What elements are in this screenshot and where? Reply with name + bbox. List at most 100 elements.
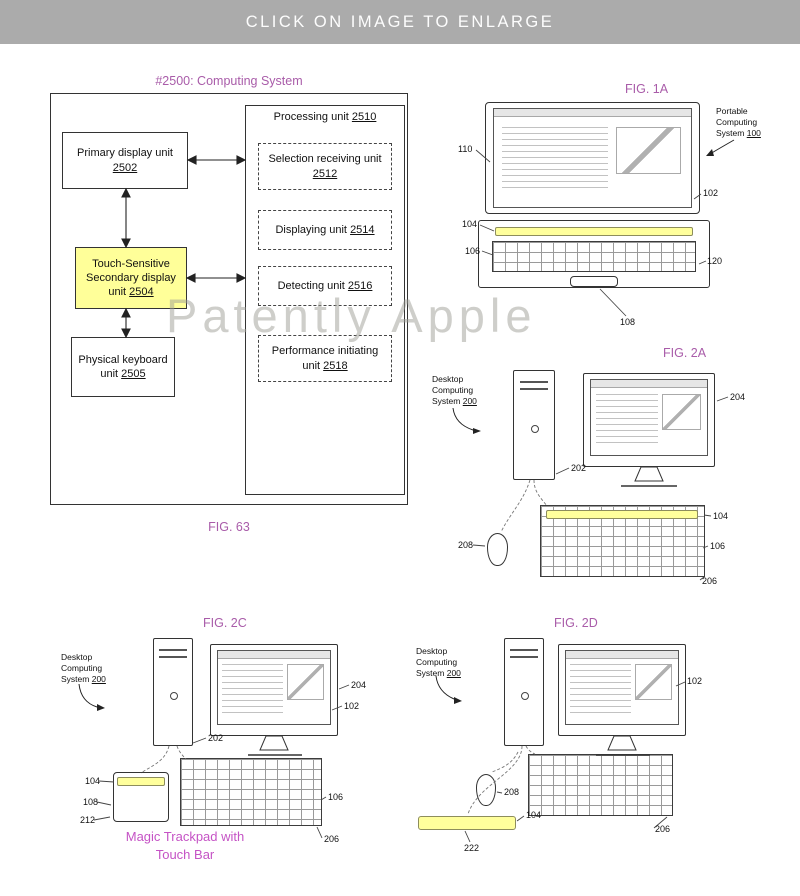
physical-keyboard-unit-label: Physical keyboard unit 2505 xyxy=(78,353,168,382)
primary-display-unit-box: Primary display unit 2502 xyxy=(62,132,188,189)
displaying-num: 2514 xyxy=(350,223,375,236)
fig-2a-desktop: FIG. 2A Desktop Computing System 200 xyxy=(425,340,800,595)
desktop-system-num-2d: 200 xyxy=(446,668,461,679)
enlarge-banner-text: CLICK ON IMAGE TO ENLARGE xyxy=(245,12,555,31)
performance-initiating-num: 2518 xyxy=(323,359,348,372)
processing-unit-num: 2510 xyxy=(351,111,377,123)
webpage-text-lines xyxy=(222,664,283,714)
ref-106: 106 xyxy=(710,541,726,551)
webpage-image-placeholder xyxy=(634,664,673,700)
fig2a-caption: FIG. 2A xyxy=(663,346,707,360)
physical-keyboard-unit-box: Physical keyboard unit 2505 xyxy=(71,337,175,397)
ref-208: 208 xyxy=(504,787,520,797)
ref-108: 108 xyxy=(620,317,636,327)
displaying-text: Displaying unit xyxy=(275,223,347,236)
primary-display-text: Primary display unit xyxy=(77,147,173,160)
ref-206: 206 xyxy=(655,824,671,834)
fig-2c-desktop-trackpad: FIG. 2C Desktop Computing System 200 xyxy=(55,612,390,872)
touch-bar-strip xyxy=(495,227,693,236)
tower-button xyxy=(521,692,529,700)
detecting-unit-label: Detecting unit 2516 xyxy=(278,279,373,293)
ref-110: 110 xyxy=(458,144,473,154)
portable-system-label: Portable Computing System 100 xyxy=(716,106,780,139)
keyboard xyxy=(528,754,673,816)
webpage-toolbar xyxy=(494,109,691,117)
fig63-outer-box xyxy=(50,93,408,505)
standalone-touch-bar xyxy=(418,816,516,830)
laptop-display-housing xyxy=(485,102,700,214)
ref-222: 222 xyxy=(464,843,480,853)
fig1a-caption: FIG. 1A xyxy=(625,82,669,96)
fig-63-block-diagram: #2500: Computing System Processing unit … xyxy=(45,68,415,538)
portable-system-text: Portable Computing System xyxy=(716,106,758,139)
ref-204: 204 xyxy=(351,680,367,690)
desktop-system-arrow-2a xyxy=(453,408,481,434)
webpage-text-lines xyxy=(501,126,609,194)
monitor-stand xyxy=(248,736,302,755)
performance-initiating-unit-label: Performance initiating unit 2518 xyxy=(265,344,385,373)
touch-bar-strip xyxy=(117,777,165,786)
webpage-toolbar xyxy=(218,651,330,659)
ref-206: 206 xyxy=(324,834,340,844)
webpage-image-placeholder xyxy=(286,664,325,700)
touch-bar-strip xyxy=(546,510,698,519)
desktop-system-label-2c: Desktop Computing System 200 xyxy=(61,652,125,685)
ref-206: 206 xyxy=(702,576,718,586)
mouse xyxy=(476,774,496,806)
touch-secondary-display-unit-box: Touch-Sensitive Secondary display unit 2… xyxy=(75,247,187,309)
ref-104: 104 xyxy=(713,511,729,521)
ref-212: 212 xyxy=(80,815,96,825)
selection-receiving-num: 2512 xyxy=(312,167,338,180)
ref-120: 120 xyxy=(707,256,723,266)
touch-secondary-num: 2504 xyxy=(129,286,154,299)
laptop-keyboard xyxy=(492,241,696,272)
keyboard xyxy=(180,758,322,826)
portable-system-num: 100 xyxy=(746,128,761,139)
tower-button xyxy=(170,692,178,700)
tower-slot xyxy=(159,648,187,651)
computer-tower xyxy=(513,370,555,480)
ref-204: 204 xyxy=(730,392,746,402)
laptop-trackpad xyxy=(570,276,618,287)
webpage-image-placeholder xyxy=(616,126,682,174)
desktop-system-label-2a: Desktop Computing System 200 xyxy=(432,374,496,407)
performance-initiating-unit-box: Performance initiating unit 2518 xyxy=(258,335,392,382)
touch-secondary-display-unit-label: Touch-Sensitive Secondary display unit 2… xyxy=(82,257,180,300)
tower-slot xyxy=(519,388,549,391)
desktop-system-label-2d: Desktop Computing System 200 xyxy=(416,646,480,679)
ref-106: 106 xyxy=(465,246,481,256)
ref-104: 104 xyxy=(526,810,542,820)
monitor xyxy=(583,373,715,467)
selection-receiving-unit-label: Selection receiving unit 2512 xyxy=(265,152,385,181)
detecting-text: Detecting unit xyxy=(277,279,345,292)
touch-secondary-text: Touch-Sensitive Secondary display unit xyxy=(86,257,176,299)
ref-102: 102 xyxy=(703,188,719,198)
tower-slot xyxy=(519,380,549,383)
monitor-stand xyxy=(596,736,650,755)
processing-unit-text: Processing unit xyxy=(273,111,349,123)
desktop-system-arrow-2d xyxy=(436,676,462,704)
webpage-toolbar xyxy=(591,380,707,388)
physical-keyboard-text: Physical keyboard unit xyxy=(78,353,168,380)
computer-tower xyxy=(153,638,193,746)
selection-receiving-text: Selection receiving unit xyxy=(268,153,382,166)
ref-102: 102 xyxy=(687,676,703,686)
desktop-system-arrow-2c xyxy=(79,684,105,711)
processing-unit-label: Processing unit 2510 xyxy=(245,111,405,123)
detecting-num: 2516 xyxy=(347,279,373,292)
monitor xyxy=(558,644,686,736)
monitor-screen xyxy=(565,650,679,725)
tower-slot xyxy=(510,648,538,651)
laptop-screen xyxy=(493,108,692,208)
monitor xyxy=(210,644,338,736)
monitor-screen xyxy=(217,650,331,725)
desktop-system-text-2c: Desktop Computing System xyxy=(61,652,103,685)
monitor-screen xyxy=(590,379,708,456)
mouse xyxy=(487,533,508,566)
webpage-toolbar xyxy=(566,651,678,659)
desktop-system-text-2d: Desktop Computing System xyxy=(416,646,458,679)
fig63-title: #2500: Computing System xyxy=(155,74,303,88)
computer-tower xyxy=(504,638,544,746)
ref-202: 202 xyxy=(571,463,587,473)
